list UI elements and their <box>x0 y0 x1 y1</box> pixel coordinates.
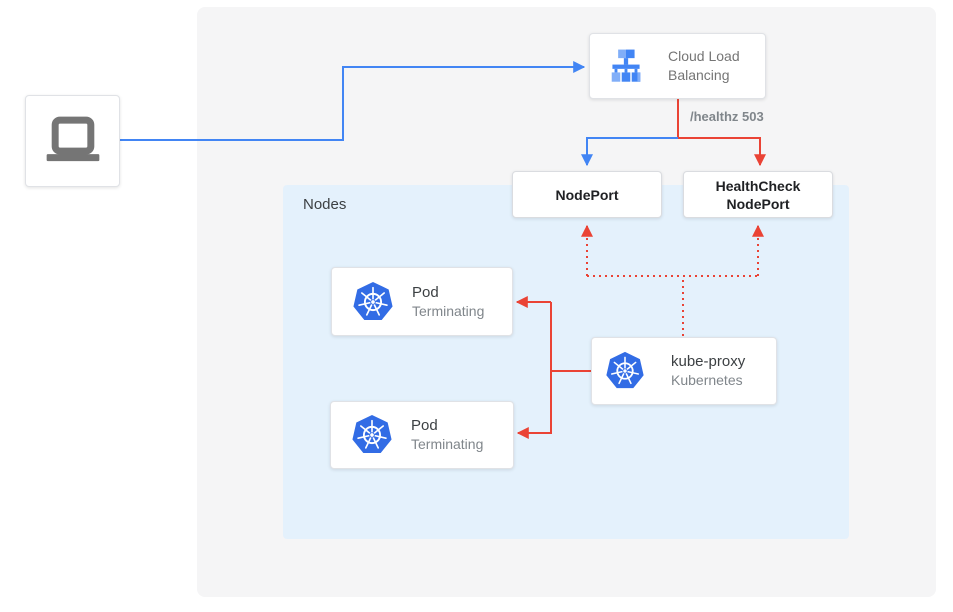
healthcheck-nodeport-node: HealthCheck NodePort <box>683 171 833 218</box>
kube-proxy-subtitle: Kubernetes <box>671 372 743 388</box>
kube-proxy-title: kube-proxy <box>671 353 746 370</box>
pod-status: Terminating <box>411 436 484 452</box>
kubernetes-icon <box>353 281 393 320</box>
healthcheck-nodeport-label: HealthCheck NodePort <box>715 177 801 212</box>
healthz-status-label: /healthz 503 <box>690 109 764 124</box>
cloud-load-balancing-label: Cloud Load Balancing <box>668 48 740 83</box>
pod-terminating-node-2: Pod Terminating <box>330 401 514 469</box>
pod-title: Pod <box>411 417 438 434</box>
nodeport-node: NodePort <box>512 171 662 218</box>
kube-proxy-node: kube-proxy Kubernetes <box>591 337 777 405</box>
nodeport-label: NodePort <box>555 186 619 203</box>
pod-title: Pod <box>412 283 439 301</box>
load-balancer-icon <box>611 49 641 82</box>
nodes-panel-label: Nodes <box>303 196 347 213</box>
pod-status: Terminating <box>412 302 485 319</box>
kubernetes-icon <box>606 351 644 389</box>
kubernetes-icon <box>352 414 392 454</box>
laptop-icon <box>46 116 99 162</box>
cloud-load-balancing-node: Cloud Load Balancing <box>589 33 766 99</box>
pod-terminating-node-1: Pod Terminating <box>331 267 513 336</box>
client-node <box>25 95 120 187</box>
